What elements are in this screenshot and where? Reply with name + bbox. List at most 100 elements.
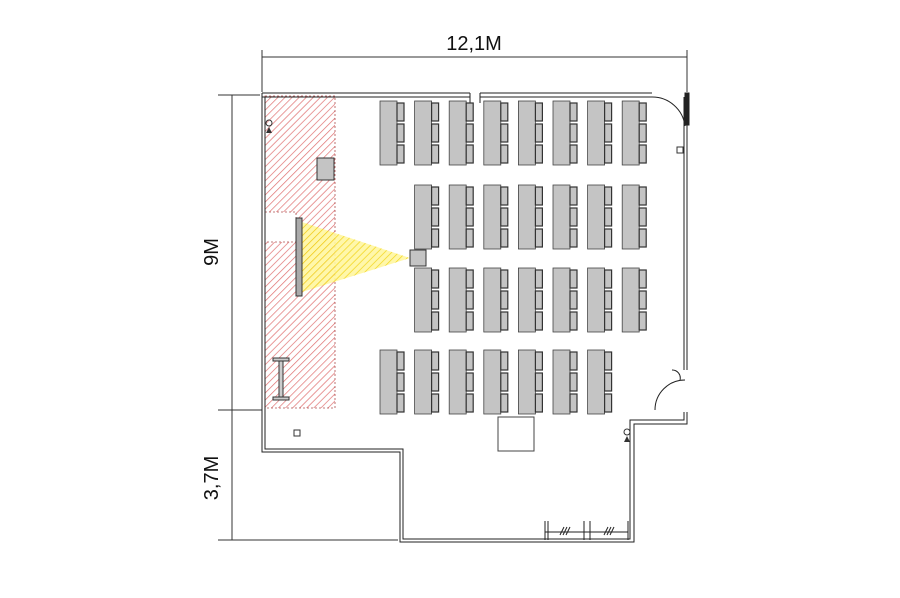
chair — [431, 311, 440, 331]
chair — [603, 123, 613, 143]
chair — [500, 269, 509, 289]
chair — [569, 372, 578, 392]
table-with-chairs — [379, 349, 405, 415]
chair — [500, 102, 509, 122]
chair — [569, 269, 578, 289]
table — [379, 349, 398, 415]
table — [621, 267, 640, 333]
table — [587, 184, 605, 250]
table — [483, 184, 502, 250]
chair — [534, 102, 544, 122]
chair — [534, 123, 544, 143]
chair — [431, 372, 440, 392]
chair — [603, 228, 613, 248]
chair — [534, 269, 544, 289]
chair — [603, 351, 613, 371]
chair — [465, 290, 474, 310]
chair — [500, 290, 509, 310]
table-with-chairs — [621, 267, 647, 333]
chair — [603, 269, 613, 289]
chair — [569, 207, 578, 227]
table — [414, 100, 433, 166]
table-with-chairs — [621, 184, 647, 250]
chair — [396, 123, 405, 143]
chair — [569, 351, 578, 371]
table — [552, 184, 571, 250]
table — [414, 267, 433, 333]
chair — [534, 228, 544, 248]
table-with-chairs — [448, 267, 474, 333]
chair — [603, 311, 613, 331]
chair — [465, 186, 474, 206]
chair — [638, 207, 647, 227]
chair — [431, 102, 440, 122]
chair — [603, 372, 613, 392]
chair — [534, 393, 544, 413]
chair — [603, 186, 613, 206]
chair — [638, 228, 647, 248]
chair — [500, 393, 509, 413]
table — [621, 100, 640, 166]
table-with-chairs — [621, 100, 647, 166]
chair — [500, 186, 509, 206]
chair — [431, 351, 440, 371]
storage-box — [497, 416, 535, 452]
chair — [534, 311, 544, 331]
chair — [603, 144, 613, 164]
chair — [465, 372, 474, 392]
chair — [500, 123, 509, 143]
table-with-chairs — [414, 349, 440, 415]
chair — [603, 207, 613, 227]
table-with-chairs — [587, 267, 613, 333]
table — [448, 267, 467, 333]
chair — [603, 393, 613, 413]
chair — [465, 311, 474, 331]
chair — [431, 144, 440, 164]
table-with-chairs — [483, 267, 509, 333]
chair — [638, 186, 647, 206]
table — [587, 349, 605, 415]
table-with-chairs — [379, 100, 405, 166]
microphone-icon — [265, 119, 273, 133]
table-with-chairs — [448, 184, 474, 250]
table — [448, 184, 467, 250]
walls — [261, 92, 690, 543]
table-with-chairs — [414, 100, 440, 166]
chair — [569, 393, 578, 413]
chair — [396, 372, 405, 392]
chair — [465, 123, 474, 143]
microphone-icon — [623, 428, 631, 442]
chair — [534, 207, 544, 227]
chair — [603, 102, 613, 122]
chair — [603, 290, 613, 310]
chair — [465, 351, 474, 371]
outlet-icon — [676, 146, 684, 154]
podium — [316, 157, 335, 181]
lower-height-label: 3,7M — [201, 456, 223, 500]
chair — [396, 102, 405, 122]
table-with-chairs — [483, 184, 509, 250]
chair — [465, 269, 474, 289]
table-with-chairs — [518, 349, 544, 415]
table-with-chairs — [518, 184, 544, 250]
chair — [431, 269, 440, 289]
projector — [409, 249, 427, 267]
table — [621, 184, 640, 250]
chair — [569, 123, 578, 143]
chair — [431, 228, 440, 248]
table — [552, 100, 571, 166]
table — [379, 100, 398, 166]
seating-area — [379, 100, 647, 415]
chair — [534, 144, 544, 164]
table-with-chairs — [552, 349, 578, 415]
chair — [465, 144, 474, 164]
outlet-icon — [293, 429, 301, 437]
chair — [431, 207, 440, 227]
chair — [569, 290, 578, 310]
chair — [396, 144, 405, 164]
chair — [431, 123, 440, 143]
table — [587, 100, 605, 166]
table — [587, 267, 605, 333]
chair — [431, 290, 440, 310]
table-with-chairs — [414, 184, 440, 250]
